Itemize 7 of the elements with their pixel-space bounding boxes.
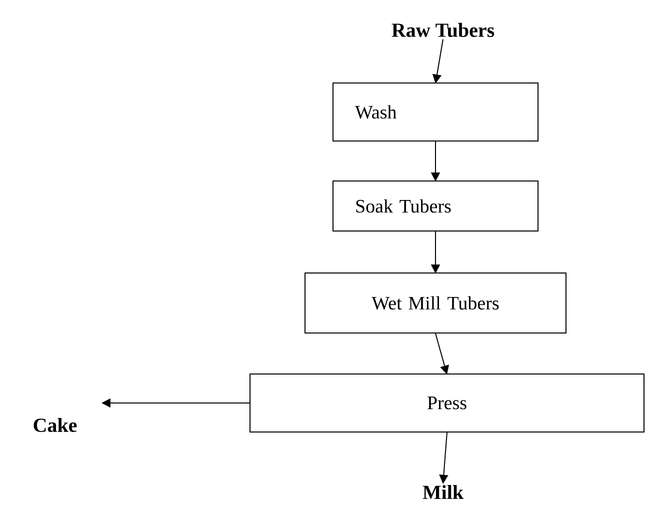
process-box: Wash xyxy=(332,82,538,142)
product-label: Milk xyxy=(422,485,464,499)
process-box: Wet Mill Tubers xyxy=(304,272,566,334)
process-box: Soak Tubers xyxy=(332,180,538,232)
process-box: Press xyxy=(250,373,644,432)
product-label: Raw Tubers xyxy=(392,22,494,38)
product-label: Cake xyxy=(34,418,77,432)
